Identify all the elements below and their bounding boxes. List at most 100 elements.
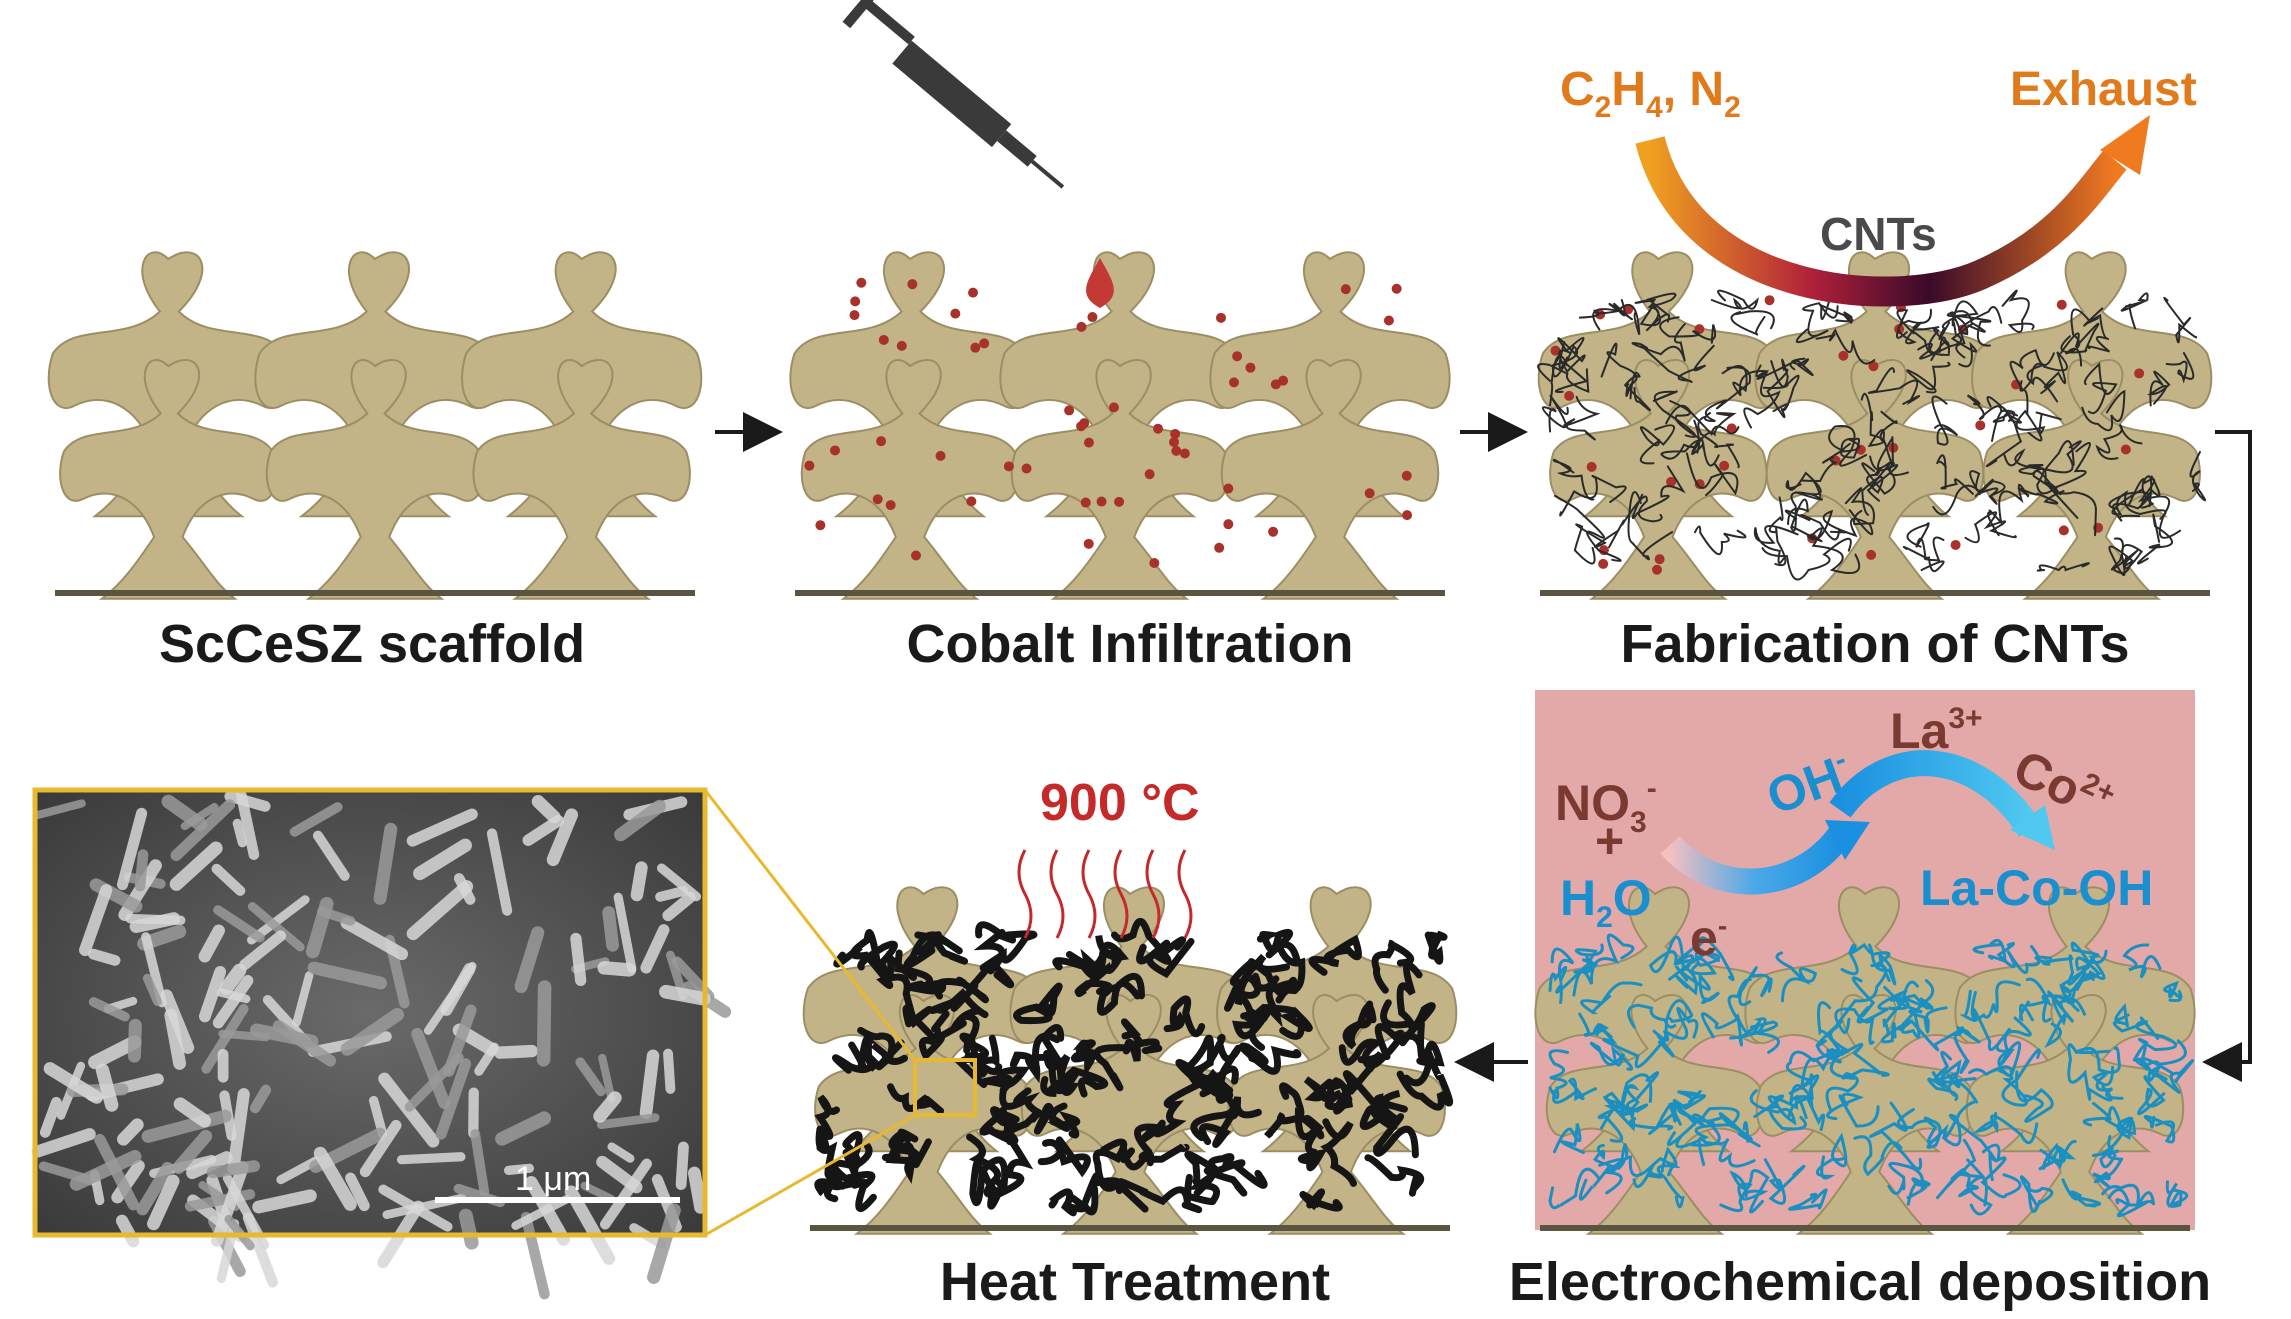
- cnt-strand: [1964, 511, 2017, 544]
- cnt-strand: [1396, 1048, 1454, 1111]
- sem-fiber: [142, 973, 162, 1006]
- sem-fiber: [33, 799, 86, 819]
- cnt-strand: [1175, 1033, 1226, 1098]
- cnt-strand: [1820, 299, 1854, 324]
- cobalt-particle: [1598, 558, 1609, 569]
- cnt-strand: [2165, 352, 2195, 384]
- cnt-strand: [1320, 1118, 1357, 1187]
- cnt-strand: [1861, 462, 1899, 502]
- sem-fiber: [503, 1163, 535, 1176]
- panel-cnts: [1537, 251, 2213, 600]
- panel-infiltration: [789, 251, 1451, 600]
- cnt-strand: [842, 1131, 873, 1190]
- cnt-strand: [1093, 1038, 1141, 1092]
- sem-fiber: [31, 1128, 96, 1158]
- cnt-strand: [1897, 308, 1940, 345]
- cnt-strand: [1627, 1003, 1669, 1046]
- sem-fiber: [663, 1048, 676, 1094]
- cnt-strand: [2018, 998, 2052, 1023]
- cnt-strand: [2147, 370, 2171, 407]
- cnt-strand: [2001, 289, 2035, 333]
- cnt-strand: [2108, 491, 2150, 522]
- cnt-strand: [1729, 1016, 1779, 1040]
- cnt-strand: [814, 1094, 840, 1153]
- sem-fiber: [186, 1151, 233, 1180]
- cnt-strand: [1659, 316, 1717, 344]
- cnt-strand: [1762, 374, 1800, 413]
- zoom-box: [913, 1058, 977, 1117]
- cnt-strand: [1396, 961, 1425, 1059]
- cnt-strand: [1816, 1044, 1856, 1080]
- sem-fiber: [212, 975, 254, 1029]
- cnt-strand: [2061, 956, 2102, 994]
- sem-fiber: [170, 799, 236, 862]
- cnt-strand: [1578, 1012, 1613, 1039]
- cnt-strand: [1775, 951, 1818, 1003]
- cnt-strand: [1959, 989, 2011, 1052]
- cnt-strand: [2165, 1180, 2189, 1208]
- cnt-strand: [1763, 1158, 1806, 1205]
- cnt-strand: [1935, 454, 1974, 495]
- cnt-strand: [1826, 1092, 1880, 1128]
- cnt-strand: [973, 921, 1017, 975]
- scaffold-unit: [1020, 994, 1240, 1235]
- cnt-strand: [1371, 939, 1415, 994]
- cnt-strand: [1673, 936, 1735, 982]
- cnt-strand: [1668, 950, 1720, 981]
- cnt-strand: [2112, 1003, 2148, 1033]
- cnt-strand: [905, 1005, 945, 1062]
- cnt-strand: [1631, 323, 1686, 362]
- sem-fiber: [511, 1195, 571, 1230]
- sem-fiber: [134, 849, 149, 892]
- cnt-strand: [1931, 1050, 1979, 1104]
- cnt-strand: [1589, 1041, 1634, 1071]
- cnt-strand: [2135, 1016, 2177, 1052]
- cnt-strand: [1987, 483, 2029, 537]
- cobalt-particle: [1391, 283, 1402, 294]
- cnt-strand: [1136, 938, 1195, 979]
- cnt-strand: [1548, 947, 1575, 992]
- cnt-strand: [1013, 982, 1063, 1025]
- cobalt-droplet-icon: [1086, 258, 1114, 308]
- cobalt-particle: [1228, 377, 1239, 388]
- sem-fiber: [116, 807, 148, 891]
- sem-fiber: [602, 906, 619, 952]
- cnt-strand: [2156, 1059, 2194, 1095]
- cnt-strand: [1648, 935, 1706, 974]
- cnt-strand: [1840, 942, 1874, 976]
- sem-fiber: [546, 808, 579, 867]
- cnt-strand: [2163, 980, 2183, 1003]
- sem-fiber: [662, 891, 696, 922]
- sem-fiber: [232, 818, 248, 848]
- sem-fiber: [655, 886, 689, 902]
- cnt-strand: [2043, 440, 2082, 474]
- cnt-strand: [1675, 950, 1721, 996]
- cnt-strand: [1927, 1077, 1977, 1101]
- cnt-strand: [2019, 1175, 2054, 1214]
- cnt-strand: [979, 1106, 1021, 1136]
- cnt-strand: [1991, 409, 2022, 442]
- cobalt-particle: [1340, 284, 1351, 295]
- sem-fiber: [396, 1152, 466, 1165]
- cnt-strand: [1111, 917, 1186, 965]
- cnt-strand: [1906, 1177, 1931, 1206]
- cnt-strand: [1677, 1089, 1715, 1125]
- cnt-strand: [1869, 1101, 1923, 1171]
- cnt-strand: [894, 949, 947, 995]
- substrate-line: [795, 590, 1445, 596]
- cnt-strand: [1920, 536, 1945, 573]
- cnt-strand: [2107, 1116, 2137, 1149]
- cnt-strand: [2076, 1046, 2121, 1074]
- sem-fiber: [495, 1111, 552, 1146]
- cnt-strand: [1906, 361, 1951, 394]
- cobalt-particle: [1169, 437, 1180, 448]
- cnt-strand: [1548, 1167, 1601, 1210]
- cnt-strand: [1795, 302, 1839, 344]
- cobalt-particle: [1270, 379, 1281, 390]
- cnt-strand: [1697, 1136, 1756, 1168]
- cnt-strand: [1800, 1042, 1882, 1090]
- cnt-strand: [1761, 537, 1852, 581]
- cnt-strand: [1631, 465, 1686, 519]
- cnt-strand: [1256, 928, 1293, 959]
